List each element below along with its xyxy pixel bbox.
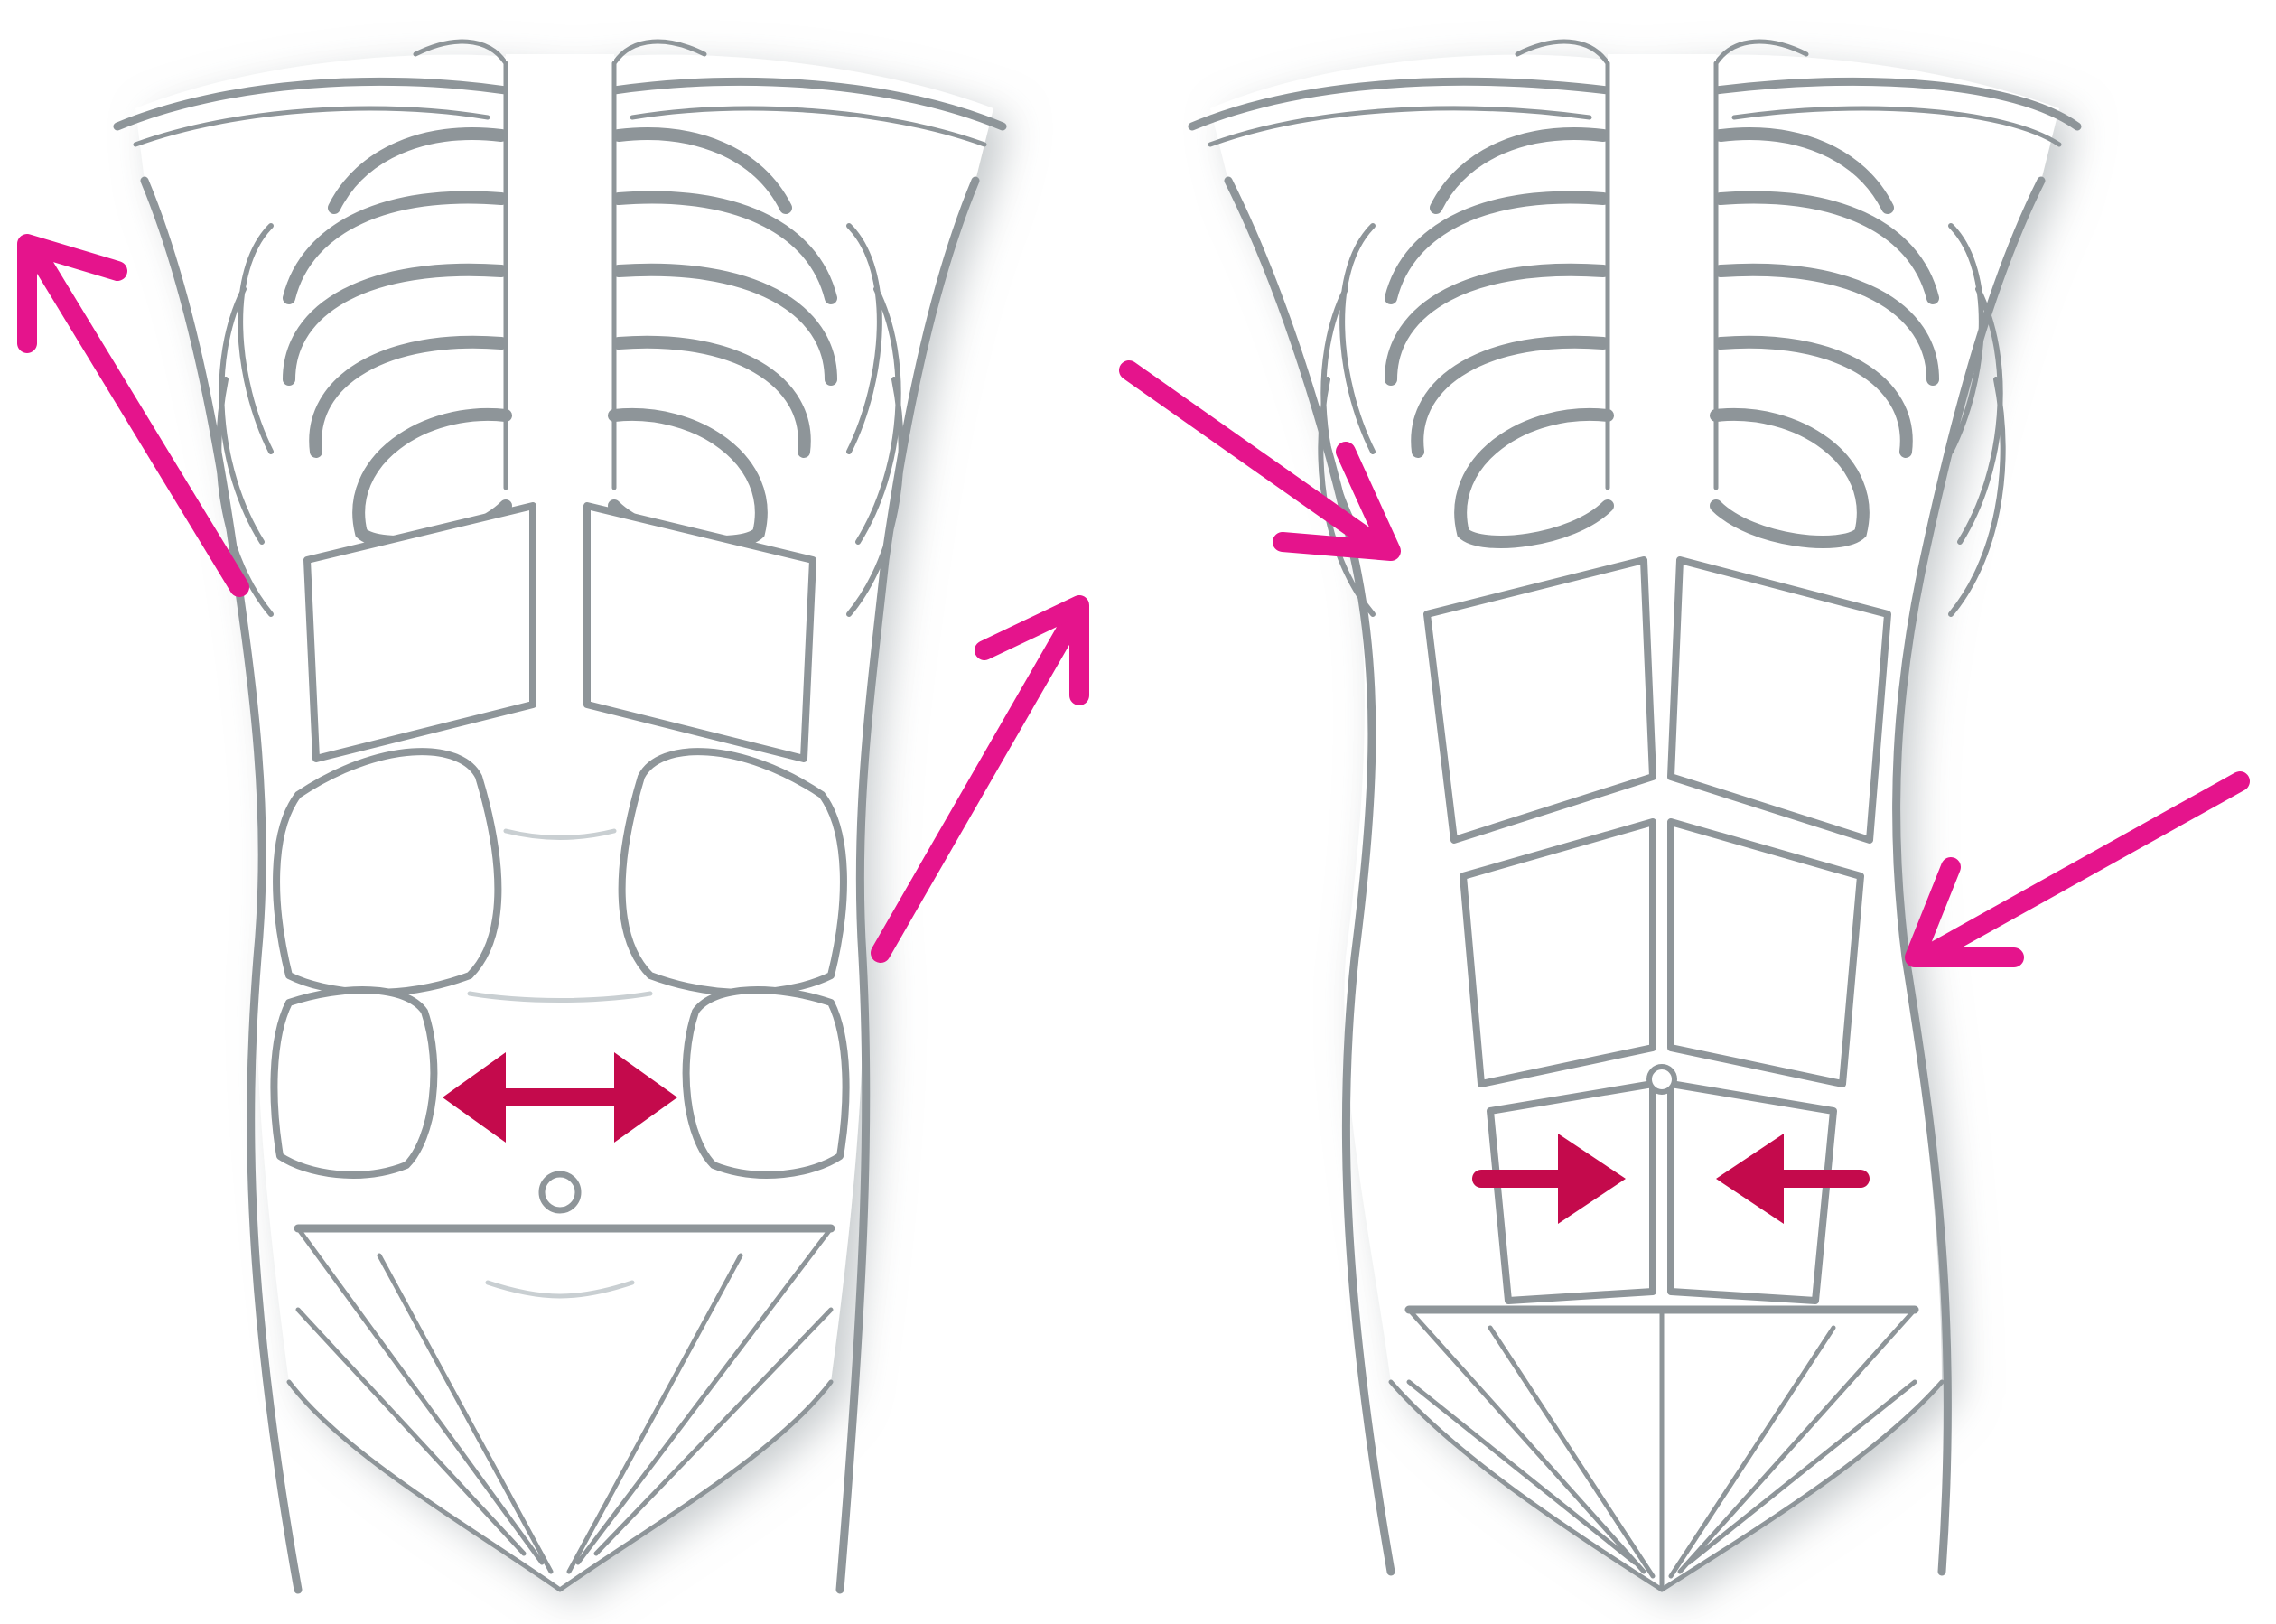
left-navel	[542, 1174, 578, 1210]
left-torso	[117, 42, 1003, 1590]
arrow-inward-icon	[1915, 781, 2240, 957]
arrow-outward-icon	[881, 605, 1079, 953]
right-torso	[1192, 42, 2077, 1590]
right-navel	[1649, 1067, 1674, 1092]
